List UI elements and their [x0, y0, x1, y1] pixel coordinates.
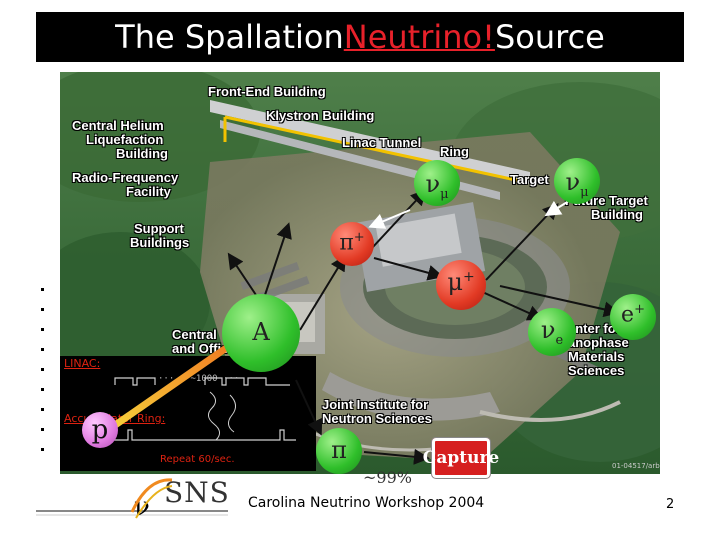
label-line: and Offic — [172, 341, 229, 356]
arrow-target-to-pi-plus — [299, 254, 347, 331]
accumulator-pulse-train — [108, 429, 296, 441]
nu-e-ball — [528, 308, 576, 356]
label-line: Radio-Frequency — [72, 170, 179, 185]
mu-plus-ball — [436, 260, 486, 310]
bullet — [41, 308, 44, 311]
nu-mu-ball-1 — [414, 160, 460, 206]
label-line: anophase — [568, 335, 629, 350]
target-nucleus-label: A — [252, 318, 270, 346]
linac-pulse-train — [114, 377, 290, 386]
label-line: Liquefaction — [86, 132, 164, 147]
label-line: enter for — [568, 321, 621, 336]
label-support: Support Buildings — [130, 222, 189, 250]
mu-plus-label: μ+ — [436, 268, 486, 296]
linac-label: LINAC: — [64, 357, 101, 370]
label-line: Central Helium — [72, 118, 164, 133]
title-prefix: The Spallation — [115, 18, 344, 56]
arrow-pi-to-capture — [363, 448, 430, 465]
particle-superscript: + — [462, 269, 475, 285]
label-rf-facility: Radio-Frequency Facility — [72, 171, 178, 199]
particle-superscript: + — [634, 302, 645, 317]
pion-label: π — [331, 436, 347, 464]
bullet-column — [41, 288, 49, 468]
proton-beam-arrow — [106, 341, 234, 433]
capture-fraction: ~99% — [363, 468, 412, 487]
label-line: Joint Institute for — [322, 397, 429, 412]
sns-logo-text: SNS — [164, 476, 230, 509]
label-line: Sciences — [568, 363, 625, 378]
arrow-white-1 — [368, 209, 411, 229]
e-plus-label: e+ — [610, 302, 656, 327]
particle-symbol: ν — [565, 168, 581, 196]
label-line: Neutron Sciences — [322, 411, 432, 426]
particle-subscript: μ — [580, 184, 589, 200]
title-suffix: Source — [494, 18, 605, 56]
e-plus-ball — [610, 294, 656, 340]
arrow-pi-to-mu-plus — [373, 257, 444, 281]
label-klystron: Klystron Building — [266, 108, 375, 123]
label-nanophase: enter for anophase Materials Sciences — [568, 322, 629, 378]
wave-line — [228, 394, 236, 433]
pi-plus-ball — [330, 222, 374, 266]
label-linac-tunnel: Linac Tunnel — [342, 135, 422, 150]
particle-symbol: ν — [425, 170, 441, 198]
label-line: Building — [591, 207, 643, 222]
particle-symbol: e — [621, 302, 635, 328]
proton-ball — [82, 412, 118, 448]
arrow-target-to-pi — [295, 379, 323, 436]
photo-credit: 01-04517/arb — [612, 462, 660, 470]
label-line: Central — [172, 327, 217, 342]
bullet — [41, 288, 44, 291]
nu-e-label: νe — [528, 316, 576, 348]
label-line: Building — [116, 146, 168, 161]
particle-subscript: e — [555, 332, 564, 348]
bullet — [41, 328, 44, 331]
label-line: Facility — [126, 184, 171, 199]
capture-badge: Capture — [423, 438, 499, 478]
label-front-end: Front-End Building — [208, 84, 326, 99]
particle-superscript: + — [353, 230, 365, 245]
repeat-label: Repeat 60/sec. — [160, 454, 235, 465]
nu-mu-ball-2 — [554, 158, 600, 204]
arrow-mu-to-nu-mu-bar — [485, 203, 559, 281]
nu-mu-label-2: νμ — [554, 168, 600, 200]
title-highlight: Neutrino! — [343, 18, 495, 56]
sns-logo-swoosh-icon — [130, 478, 173, 519]
bullet — [41, 428, 44, 431]
pulse-gap-label: ··· x ~1000 ··· — [158, 374, 240, 384]
arrow-mu-to-nu-e — [477, 289, 544, 321]
particle-subscript: μ — [440, 186, 449, 202]
arrow-target-to-nu-mu — [261, 222, 292, 305]
particle-symbol: ν — [540, 316, 556, 344]
nu-mu-label-1: νμ — [414, 170, 460, 202]
page-number: 2 — [666, 497, 675, 512]
arrow-mu-to-e-plus — [499, 285, 620, 318]
label-line: Materials — [568, 349, 625, 364]
wave-line — [208, 391, 220, 441]
label-line: Support — [134, 221, 184, 236]
label-central-office: Central and Offic — [172, 328, 228, 356]
bullet — [41, 348, 44, 351]
arrow-pi-to-nu-mu — [371, 189, 427, 249]
target-nucleus-ball — [222, 294, 300, 372]
proton-label: p — [91, 415, 109, 445]
footer-text: Carolina Neutrino Workshop 2004 — [248, 495, 485, 511]
label-joint-institute: Joint Institute for Neutron Sciences — [322, 398, 432, 426]
particle-symbol: μ — [447, 268, 463, 296]
pi-plus-label: π+ — [330, 230, 374, 255]
label-ring: Ring — [440, 144, 469, 159]
label-target: Target — [510, 172, 549, 187]
bullet — [41, 388, 44, 391]
pion-ball — [316, 428, 362, 474]
label-central-helium: Central Helium Liquefaction Building — [72, 119, 168, 161]
particle-symbol: π — [339, 230, 354, 256]
bullet — [41, 408, 44, 411]
bullet — [41, 368, 44, 371]
bullet — [41, 448, 44, 451]
label-line: Buildings — [130, 235, 190, 250]
